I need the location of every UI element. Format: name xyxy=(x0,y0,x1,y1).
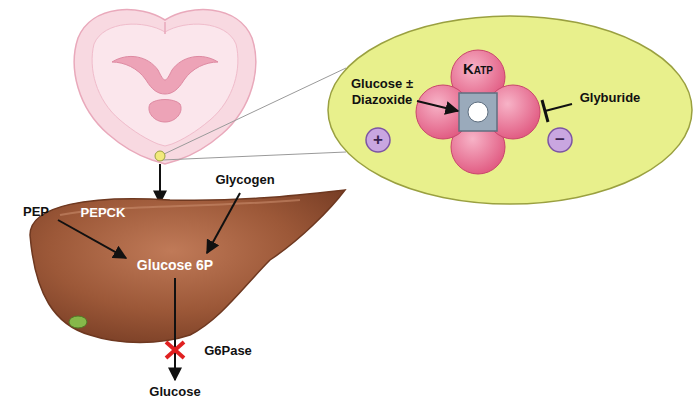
activation-sign: + xyxy=(365,127,391,153)
liver-organ: PEPCK Glucose 6P xyxy=(25,185,350,350)
zoom-line xyxy=(162,152,346,160)
drug-label: Glyburide xyxy=(565,90,655,106)
metabolite-label: Glucose 6P xyxy=(137,257,213,273)
zoom-ellipse xyxy=(328,16,692,204)
hypothalamus-dot xyxy=(155,151,165,161)
substrate-label: Glycogen xyxy=(200,172,290,188)
brain-section xyxy=(74,10,256,164)
sign-label: − xyxy=(555,130,565,150)
sign-label: + xyxy=(373,130,383,150)
pathway-arrow xyxy=(174,278,176,380)
inhibition-line xyxy=(545,104,572,111)
pathway-arrow xyxy=(207,193,240,253)
enzyme-label: G6Pase xyxy=(193,343,263,359)
channel-label: KATP xyxy=(463,60,493,77)
activation-arrow xyxy=(417,101,458,111)
substrate-label: PEP xyxy=(11,204,61,220)
inhibition-bar xyxy=(542,100,548,122)
zoom-line xyxy=(162,68,346,155)
katp-channel: KATP xyxy=(413,47,543,177)
signal-arrow xyxy=(159,164,161,203)
enzyme-label: PEPCK xyxy=(81,206,126,221)
product-label: Glucose xyxy=(135,384,215,400)
drug-label: Glucose ± Diazoxide xyxy=(342,76,422,107)
pathway-arrow xyxy=(58,220,126,258)
block-mark xyxy=(166,342,184,358)
inhibition-sign: − xyxy=(547,127,573,153)
